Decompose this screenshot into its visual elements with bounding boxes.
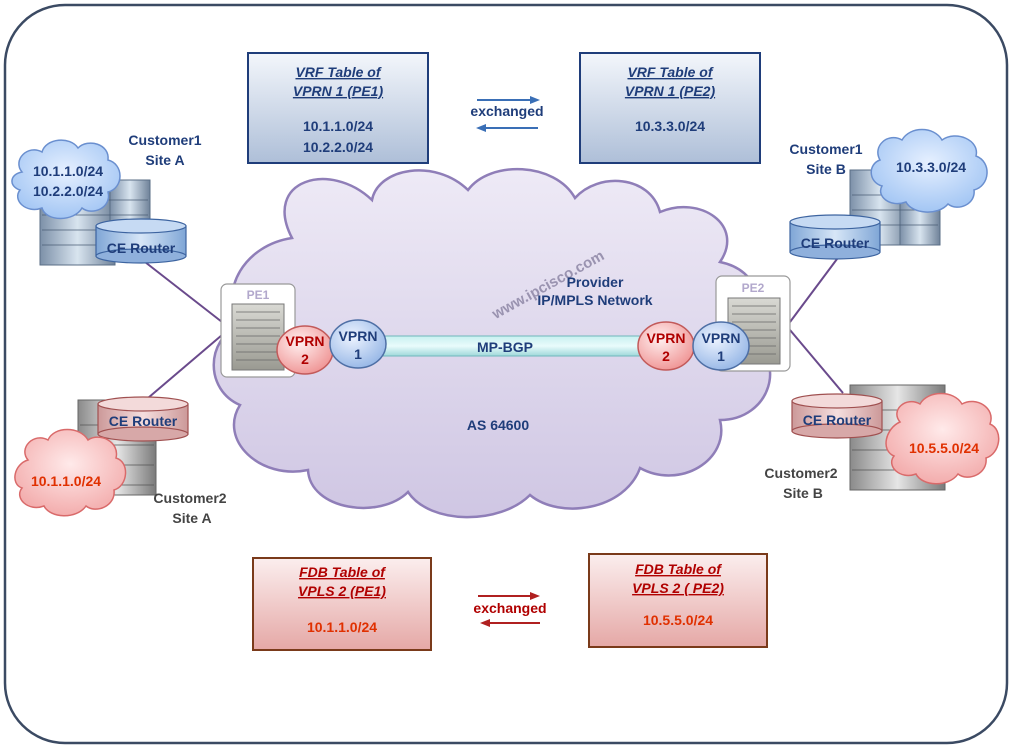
fdb-pe2-subtitle: VPLS 2 ( PE2) [632,580,724,596]
customer1-site-a: 10.1.1.0/24 10.2.2.0/24 CE Router Custom… [11,132,202,266]
vrf-table-pe2: VRF Table of VPRN 1 (PE2) 10.3.3.0/24 [579,52,761,164]
pe1-vprn1 [329,319,387,369]
link-pe2-customer1 [789,254,841,323]
fdb-table-pe1: FDB Table of VPLS 2 (PE1) 10.1.1.0/24 [252,557,432,651]
mpbgp-label: MP-BGP [477,339,533,355]
ce-router-icon [791,393,883,439]
customer-site: Site A [145,152,184,168]
pe1-vprn2-label: VPRN [286,333,325,349]
subnet-cloud [14,428,127,517]
customer-name: Customer1 [789,141,862,157]
link-pe2-customer2 [789,329,844,394]
vrf-table-pe1: VRF Table of VPRN 1 (PE1) 10.1.1.0/24 10… [247,52,429,164]
pe1-vprn2-number: 2 [301,351,309,367]
mpbgp-tunnel: MP-BGP [377,335,664,357]
access-links [144,254,844,399]
vrf-pe2-entry: 10.3.3.0/24 [635,118,705,134]
ce-router-label: CE Router [803,412,872,428]
vrf-pe1-title: VRF Table of [295,64,381,80]
fdb-pe2-title: FDB Table of [635,561,722,577]
fdb-pe1-subtitle: VPLS 2 (PE1) [298,583,386,599]
subnet-label: 10.3.3.0/24 [896,159,966,175]
subnet-label: 10.1.1.0/24 [31,473,101,489]
fdb-pe1-entry: 10.1.1.0/24 [307,619,377,635]
customer-site: Site B [783,485,823,501]
fdb-pe1-title: FDB Table of [299,564,386,580]
subnet-label: 10.2.2.0/24 [33,183,103,199]
vrf-exchange: exchanged [470,96,544,132]
vrf-pe1-subtitle: VPRN 1 (PE1) [293,83,384,99]
subnet-label: 10.5.5.0/24 [909,440,979,456]
fdb-exchange-label: exchanged [473,600,546,616]
pe2-vprn1-label: VPRN [702,330,741,346]
link-pe1-customer2 [147,334,223,399]
subnet-cloud [885,392,1000,485]
fdb-pe2-entry: 10.5.5.0/24 [643,612,713,628]
pe2-vprn2-number: 2 [662,348,670,364]
vrf-pe2-title: VRF Table of [627,64,713,80]
pe2-router: PE2 VPRN 2 VPRN 1 [637,275,791,372]
pe2-vprn1-number: 1 [717,348,725,364]
customer-name: Customer2 [764,465,837,481]
link-pe1-customer1 [144,261,223,323]
pe1-vprn1-number: 1 [354,346,362,362]
customer2-site-b: CE Router 10.5.5.0/24 Customer2 Site B [764,384,1000,501]
fdb-exchange: exchanged [473,592,547,627]
customer-name: Customer1 [128,132,201,148]
ce-router-icon [97,396,189,442]
pe1-vprn1-label: VPRN [339,328,378,344]
ce-router-label: CE Router [107,240,176,256]
vrf-pe1-entry: 10.2.2.0/24 [303,139,373,155]
customer-name: Customer2 [153,490,226,506]
customer1-site-b: 10.3.3.0/24 CE Router Customer1 Site B [789,128,988,260]
vrf-pe2-subtitle: VPRN 1 (PE2) [625,83,716,99]
ce-router-label: CE Router [109,413,178,429]
ce-router-label: CE Router [801,235,870,251]
customer-site: Site B [806,161,846,177]
pe1-router: PE1 VPRN 2 VPRN 1 [220,283,387,378]
pe1-label: PE1 [247,288,270,302]
fdb-table-pe2: FDB Table of VPLS 2 ( PE2) 10.5.5.0/24 [588,553,768,648]
pe2-vprn1 [692,321,750,371]
subnet-cloud [870,128,988,213]
pe2-label: PE2 [742,281,765,295]
pe1-chassis-icon [231,303,285,371]
subnet-label: 10.1.1.0/24 [33,163,103,179]
as-number-label: AS 64600 [467,417,529,433]
provider-network-label: IP/MPLS Network [537,292,652,308]
customer-site: Site A [172,510,211,526]
provider-label: Provider [567,274,624,290]
ce-router-icon [789,214,881,260]
pe2-vprn2-label: VPRN [647,330,686,346]
subnet-cloud [11,139,121,220]
vrf-pe1-entry: 10.1.1.0/24 [303,118,373,134]
customer2-site-a: CE Router 10.1.1.0/24 Customer2 Site A [14,396,227,526]
ce-router-icon [95,218,187,264]
vrf-exchange-label: exchanged [470,103,543,119]
